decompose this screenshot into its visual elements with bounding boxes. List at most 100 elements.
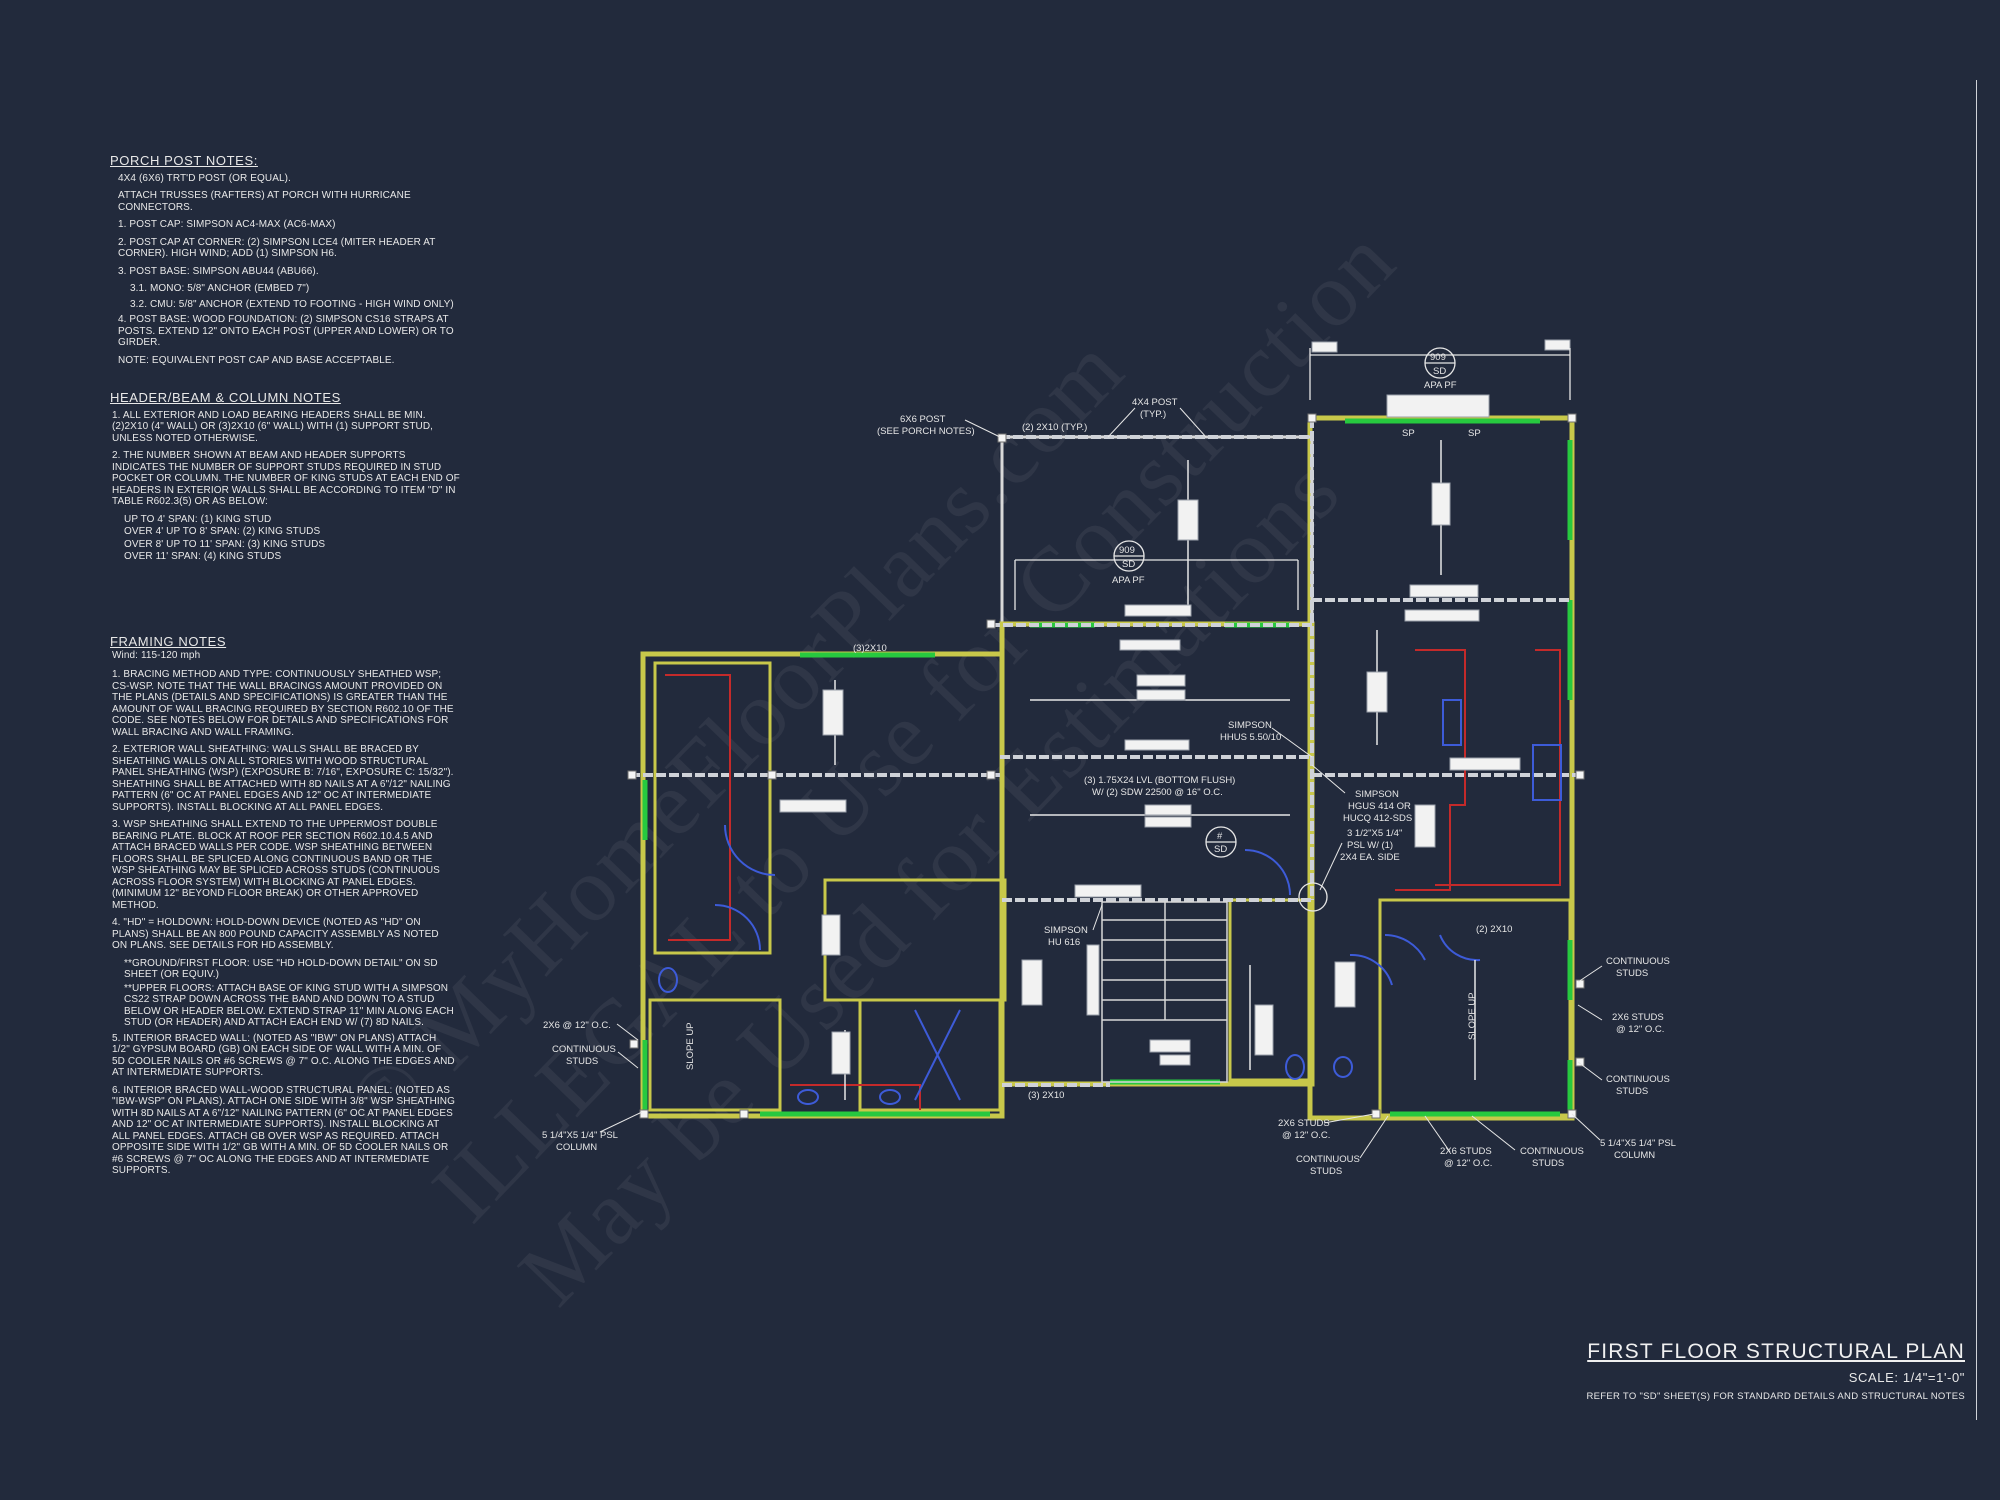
apa-pf-dimension xyxy=(1309,348,1571,400)
porch-note: 1. POST CAP: SIMPSON AC4-MAX (AC6-MAX) xyxy=(118,219,336,230)
label-apa-pf-top: APA PF xyxy=(1424,380,1457,391)
column xyxy=(639,1109,649,1119)
label-12oc: @ 12" O.C. xyxy=(1444,1158,1492,1169)
left-room-inner-wall xyxy=(653,661,772,955)
porch-note: 3. POST BASE: SIMPSON ABU44 (ABU66). xyxy=(118,265,319,277)
beam-tag xyxy=(1144,804,1192,816)
porch-note: ATTACH TRUSSES (RAFTERS) AT PORCH WITH H… xyxy=(118,190,411,213)
header-note: OVER 11' SPAN: (4) KING STUDS xyxy=(124,551,282,562)
porch-notes-heading: PORCH POST NOTES: xyxy=(110,153,258,168)
leader xyxy=(1271,727,1313,758)
label-3-2x10: (3)2x10 xyxy=(853,643,887,654)
porch-note: 2. POST CAP AT CORNER: (2) SIMPSON LCE4 … xyxy=(118,236,436,260)
sheathing xyxy=(642,418,1573,1117)
label-6x6-post: 6x6 POST xyxy=(900,414,946,425)
shower-icon xyxy=(914,1009,961,1101)
porch-note: NOTE: EQUIVALENT POST CAP AND BASE ACCEP… xyxy=(118,354,395,366)
label-hucq: HUCQ 412-SDS xyxy=(1343,813,1412,824)
label-psl-w: PSL W/ (1) xyxy=(1347,840,1393,851)
label-2x10-typ: (2) 2x10 (TYP.) xyxy=(1022,422,1087,433)
column xyxy=(997,433,1007,443)
label-continuous: CONTINUOUS xyxy=(1520,1146,1584,1157)
label-continuous: CONTINUOUS xyxy=(552,1044,616,1055)
header-note: UP TO 4' SPAN: (1) KING STUD xyxy=(124,513,272,525)
leader xyxy=(1179,407,1207,438)
label-continuous: CONTINUOUS xyxy=(1606,956,1670,967)
leader xyxy=(1359,1115,1389,1159)
column xyxy=(1575,770,1585,780)
leader xyxy=(1319,842,1343,891)
label-simpson-hgus: SIMPSON xyxy=(1355,789,1399,800)
callout-number: 909 xyxy=(1430,352,1446,363)
title-block: FIRST FLOOR STRUCTURAL PLAN SCALE: 1/4"=… xyxy=(1586,1340,1965,1402)
bath-counter xyxy=(790,1084,921,1110)
sheet-border-line xyxy=(1976,80,1977,1420)
label-12oc: @ 12" O.C. xyxy=(1282,1130,1330,1141)
psl-column-marker xyxy=(1298,882,1328,912)
beam-tag xyxy=(1334,961,1356,1008)
apa-pf-dimension xyxy=(1014,559,1299,610)
leader xyxy=(1577,1061,1603,1081)
beam-tag xyxy=(831,1031,851,1075)
beam-tag xyxy=(1149,1039,1191,1053)
framing-note: 4. "HD" = HOLDOWN: HOLD-DOWN DEVICE (NOT… xyxy=(112,917,439,951)
beam-tag xyxy=(1124,739,1190,751)
label-2x6-left: 2x6 @ 12" O.C. xyxy=(543,1020,611,1031)
porch-post-notes: PORCH POST NOTES: 4X4 (6x6) TRT'D POST (… xyxy=(110,153,460,372)
beam-tag xyxy=(1021,959,1043,1006)
toilet-icon xyxy=(1333,1056,1353,1078)
leader xyxy=(1577,1004,1603,1021)
column xyxy=(1575,1057,1585,1067)
kitchen-sink-icon xyxy=(1442,699,1462,746)
header-note: 1. ALL EXTERIOR AND LOAD BEARING HEADERS… xyxy=(112,409,434,444)
sink-icon xyxy=(1285,1054,1305,1080)
framing-note: **UPPER FLOORS: ATTACH BASE OF KING STUD… xyxy=(124,982,454,1029)
sheet-scale: SCALE: 1/4"=1'-0" xyxy=(1848,1370,1965,1385)
label-column-right: COLUMN xyxy=(1614,1150,1655,1161)
label-studs: STUDS xyxy=(566,1056,598,1067)
leader xyxy=(964,419,1001,438)
left-closet xyxy=(665,674,731,941)
framing-note: 3. WSP SHEATHING SHALL EXTEND TO THE UPP… xyxy=(112,819,440,911)
sheet-reference-note: REFER TO "SD" SHEET(S) FOR STANDARD DETA… xyxy=(1586,1391,1965,1402)
beam-tag xyxy=(1404,609,1480,622)
detail-callouts xyxy=(1014,347,1571,912)
label-hgus: HGUS 414 OR xyxy=(1348,801,1411,812)
callout-number: 909 xyxy=(1119,545,1135,556)
beam-tag xyxy=(821,914,841,956)
beam-tag xyxy=(1431,482,1451,526)
label-typ: (TYP.) xyxy=(1140,409,1166,420)
leader xyxy=(1311,764,1346,794)
label-continuous: CONTINUOUS xyxy=(1296,1154,1360,1165)
label-hu-616: HU 616 xyxy=(1048,937,1080,948)
beam-tag xyxy=(1254,1004,1274,1056)
label-12oc: @ 12" O.C. xyxy=(1616,1024,1664,1035)
beam-tag xyxy=(1136,689,1186,701)
callout-sd: SD xyxy=(1214,844,1227,855)
label-hhus: HHUS 5.50/10 xyxy=(1220,732,1281,743)
leader xyxy=(1577,965,1603,983)
porch-note: 3.1. MONO: 5/8" ANCHOR (EMBED 7") xyxy=(130,283,310,294)
header-note: OVER 4' UP TO 8' SPAN: (2) KING STUDS xyxy=(124,526,321,537)
callout-hash: # xyxy=(1217,831,1223,842)
column xyxy=(627,770,637,780)
leader xyxy=(599,1111,643,1133)
label-apa-pf-mid: APA PF xyxy=(1112,575,1145,586)
column xyxy=(1567,413,1577,423)
beam-tag xyxy=(1414,804,1436,848)
door-swing xyxy=(1244,849,1291,896)
label-2x6-studs: 2x6 STUDS xyxy=(1278,1118,1330,1129)
beam-tag xyxy=(1311,341,1338,353)
beam-tags xyxy=(779,339,1571,1075)
label-sp: SP xyxy=(1468,428,1481,439)
label-2-2x10: (2) 2x10 xyxy=(1476,924,1512,935)
label-slope-up-left: SLOPE UP xyxy=(685,1022,696,1070)
door-swing xyxy=(724,824,776,876)
beam-tag xyxy=(1386,394,1490,418)
toilet-icon xyxy=(658,967,678,993)
beams xyxy=(630,418,1580,1087)
header-notes-heading: HEADER/BEAM & COLUMN NOTES xyxy=(110,390,341,405)
leader xyxy=(1107,407,1136,438)
label-2x6-studs: 2x6 STUDS xyxy=(1612,1012,1664,1023)
